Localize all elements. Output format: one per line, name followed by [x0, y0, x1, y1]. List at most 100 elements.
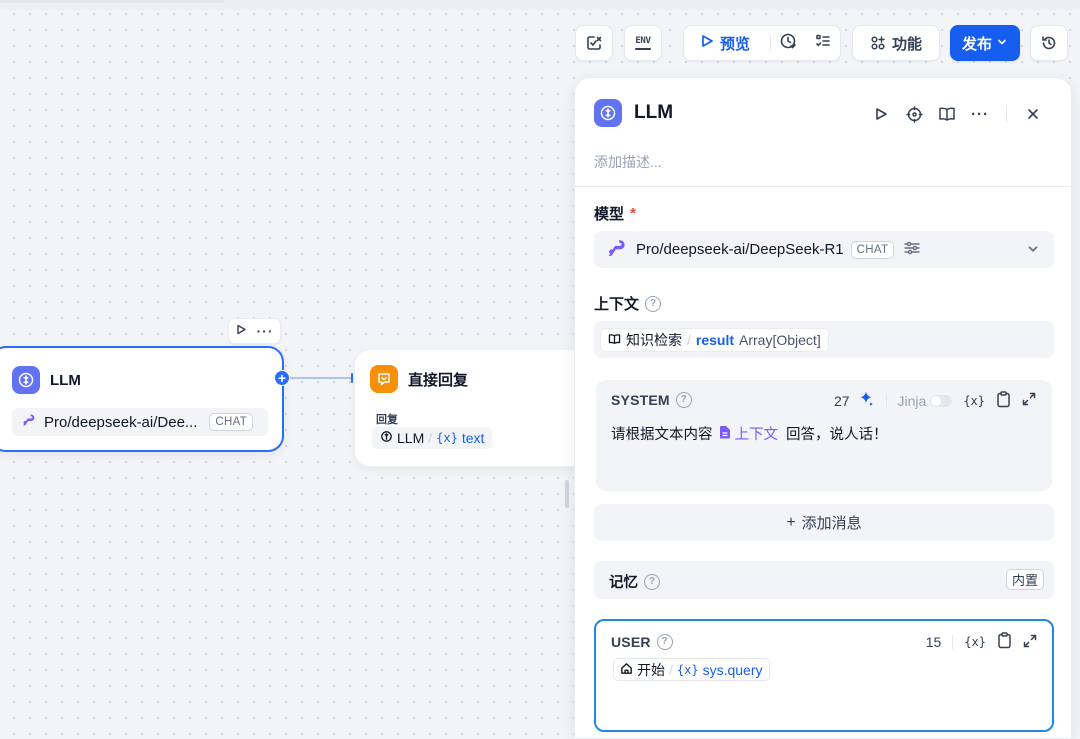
close-icon[interactable] — [1023, 104, 1043, 124]
help-icon[interactable]: ? — [656, 634, 673, 650]
model-logo-icon — [607, 238, 627, 262]
brain-icon — [380, 430, 393, 446]
divider — [575, 186, 1071, 187]
panel-more-button[interactable]: ··· — [971, 105, 989, 123]
path-separator: / — [428, 430, 433, 446]
jinja-toggle[interactable]: Jinja — [898, 393, 953, 409]
plus-icon: + — [786, 513, 796, 531]
reply-variable: LLM / {x} text — [372, 427, 493, 449]
brain-icon — [12, 366, 40, 394]
help-icon[interactable]: ? — [644, 573, 660, 590]
preview-button[interactable]: 预览 — [684, 26, 770, 60]
help-icon[interactable]: ? — [645, 295, 662, 312]
description-input[interactable]: 添加描述... — [594, 154, 662, 170]
prompt-text-before: 请根据文本内容 — [611, 427, 713, 443]
reply-source-node: LLM — [397, 430, 425, 446]
memory-label: 记忆 ? — [609, 571, 660, 592]
model-section-label: 模型 * — [594, 203, 636, 224]
list-icon — [815, 33, 831, 54]
edge-connector — [290, 377, 352, 379]
divider — [952, 635, 954, 649]
publish-button[interactable]: 发布 — [950, 25, 1020, 61]
run-node-button[interactable] — [236, 322, 247, 340]
chat-tag: CHAT — [850, 240, 895, 259]
divider — [885, 393, 887, 408]
features-button[interactable]: 功能 — [852, 25, 940, 61]
document-icon — [719, 425, 731, 443]
version-history-button[interactable] — [1030, 25, 1068, 61]
token-count: 15 — [925, 634, 942, 650]
user-variable-name: sys.query — [702, 661, 763, 678]
preview-label: 预览 — [720, 35, 751, 53]
context-section-label: 上下文 ? — [594, 293, 662, 314]
user-source-node: 开始 — [637, 661, 665, 678]
model-name: Pro/deepseek-ai/DeepSeek-R1 — [636, 241, 844, 258]
context-label-text: 上下文 — [594, 296, 640, 313]
toggle-switch — [930, 394, 953, 407]
llm-node-model: Pro/deepseek-ai/Dee... CHAT — [12, 408, 268, 436]
clipboard-icon[interactable] — [996, 390, 1011, 411]
insert-variable-button[interactable]: {x} — [964, 635, 986, 649]
reply-icon — [370, 365, 398, 393]
llm-node[interactable]: LLM Pro/deepseek-ai/Dee... CHAT — [0, 346, 284, 452]
divider — [1006, 106, 1007, 122]
brain-icon — [594, 99, 622, 127]
publish-label: 发布 — [961, 35, 992, 53]
user-message-editor[interactable]: USER ? 15 {x} 开始 / {x} sys.query — [594, 619, 1054, 732]
required-mark: * — [630, 205, 636, 222]
divider — [769, 35, 771, 51]
llm-node-model-name: Pro/deepseek-ai/Dee... — [44, 413, 198, 431]
context-variable-box[interactable]: 知识检索 / result Array[Object] — [594, 321, 1054, 358]
user-role-label: USER ? — [611, 634, 673, 650]
variable-icon: {x} — [676, 662, 699, 677]
edge-target-handle[interactable] — [351, 373, 353, 383]
context-source: 知识检索 — [626, 332, 682, 348]
user-role-text: USER — [611, 634, 651, 650]
model-label-text: 模型 — [594, 206, 625, 223]
reply-variable-name: text — [461, 430, 485, 446]
env-icon: ENV — [635, 35, 651, 50]
add-message-label: 添加消息 — [801, 515, 862, 532]
top-strip — [0, 0, 1080, 10]
add-message-button[interactable]: + 添加消息 — [594, 504, 1054, 541]
top-strip-fragment — [0, 0, 225, 3]
token-count: 27 — [833, 392, 850, 409]
system-role-label: SYSTEM ? — [611, 392, 692, 408]
run-history-button[interactable] — [771, 26, 806, 60]
model-select[interactable]: Pro/deepseek-ai/DeepSeek-R1 CHAT — [594, 231, 1054, 268]
context-reference: 上下文 — [734, 427, 779, 443]
settings-sliders-icon[interactable] — [903, 240, 921, 260]
preview-group: 预览 — [683, 25, 841, 61]
checklist-icon — [585, 34, 603, 52]
clipboard-icon[interactable] — [997, 632, 1012, 652]
checklist-view-button[interactable] — [805, 26, 840, 60]
chat-tag: CHAT — [209, 413, 254, 431]
context-variable: 知识检索 / result Array[Object] — [600, 328, 829, 352]
memory-builtin-badge[interactable]: 内置 — [1005, 569, 1044, 590]
model-logo-icon — [22, 413, 36, 431]
resize-handle[interactable] — [565, 480, 569, 508]
sparkle-icon[interactable] — [857, 390, 875, 411]
book-icon — [608, 332, 621, 348]
llm-node-title: LLM — [50, 371, 81, 389]
env-icon-label: ENV — [635, 35, 651, 46]
expand-icon[interactable] — [1023, 634, 1037, 651]
system-prompt-text[interactable]: 请根据文本内容 上下文 回答，说人话！ — [611, 423, 888, 444]
expand-icon[interactable] — [1022, 392, 1036, 409]
checklist-button[interactable] — [575, 25, 613, 61]
panel-title: LLM — [634, 102, 674, 123]
book-icon[interactable] — [937, 104, 957, 124]
env-button[interactable]: ENV — [624, 25, 662, 61]
node-more-button[interactable]: ··· — [256, 323, 274, 339]
history-clock-icon — [779, 32, 797, 55]
memory-section: 记忆 ? 内置 — [594, 561, 1054, 599]
path-separator: / — [687, 332, 691, 348]
run-step-button[interactable] — [871, 104, 891, 124]
help-icon[interactable]: ? — [675, 392, 692, 408]
reply-node[interactable]: 直接回复 回复 LLM / {x} text — [354, 349, 594, 467]
node-config-panel: LLM ··· 添加描述... 模型 * Pro/deepseek-ai/Dee… — [574, 77, 1072, 739]
add-next-node-button[interactable]: + — [274, 370, 290, 386]
crosshair-icon[interactable] — [904, 104, 924, 124]
system-message-editor[interactable]: SYSTEM ? 27 Jinja {x} 请根据文本内容 — [596, 380, 1052, 491]
insert-variable-button[interactable]: {x} — [963, 393, 985, 408]
